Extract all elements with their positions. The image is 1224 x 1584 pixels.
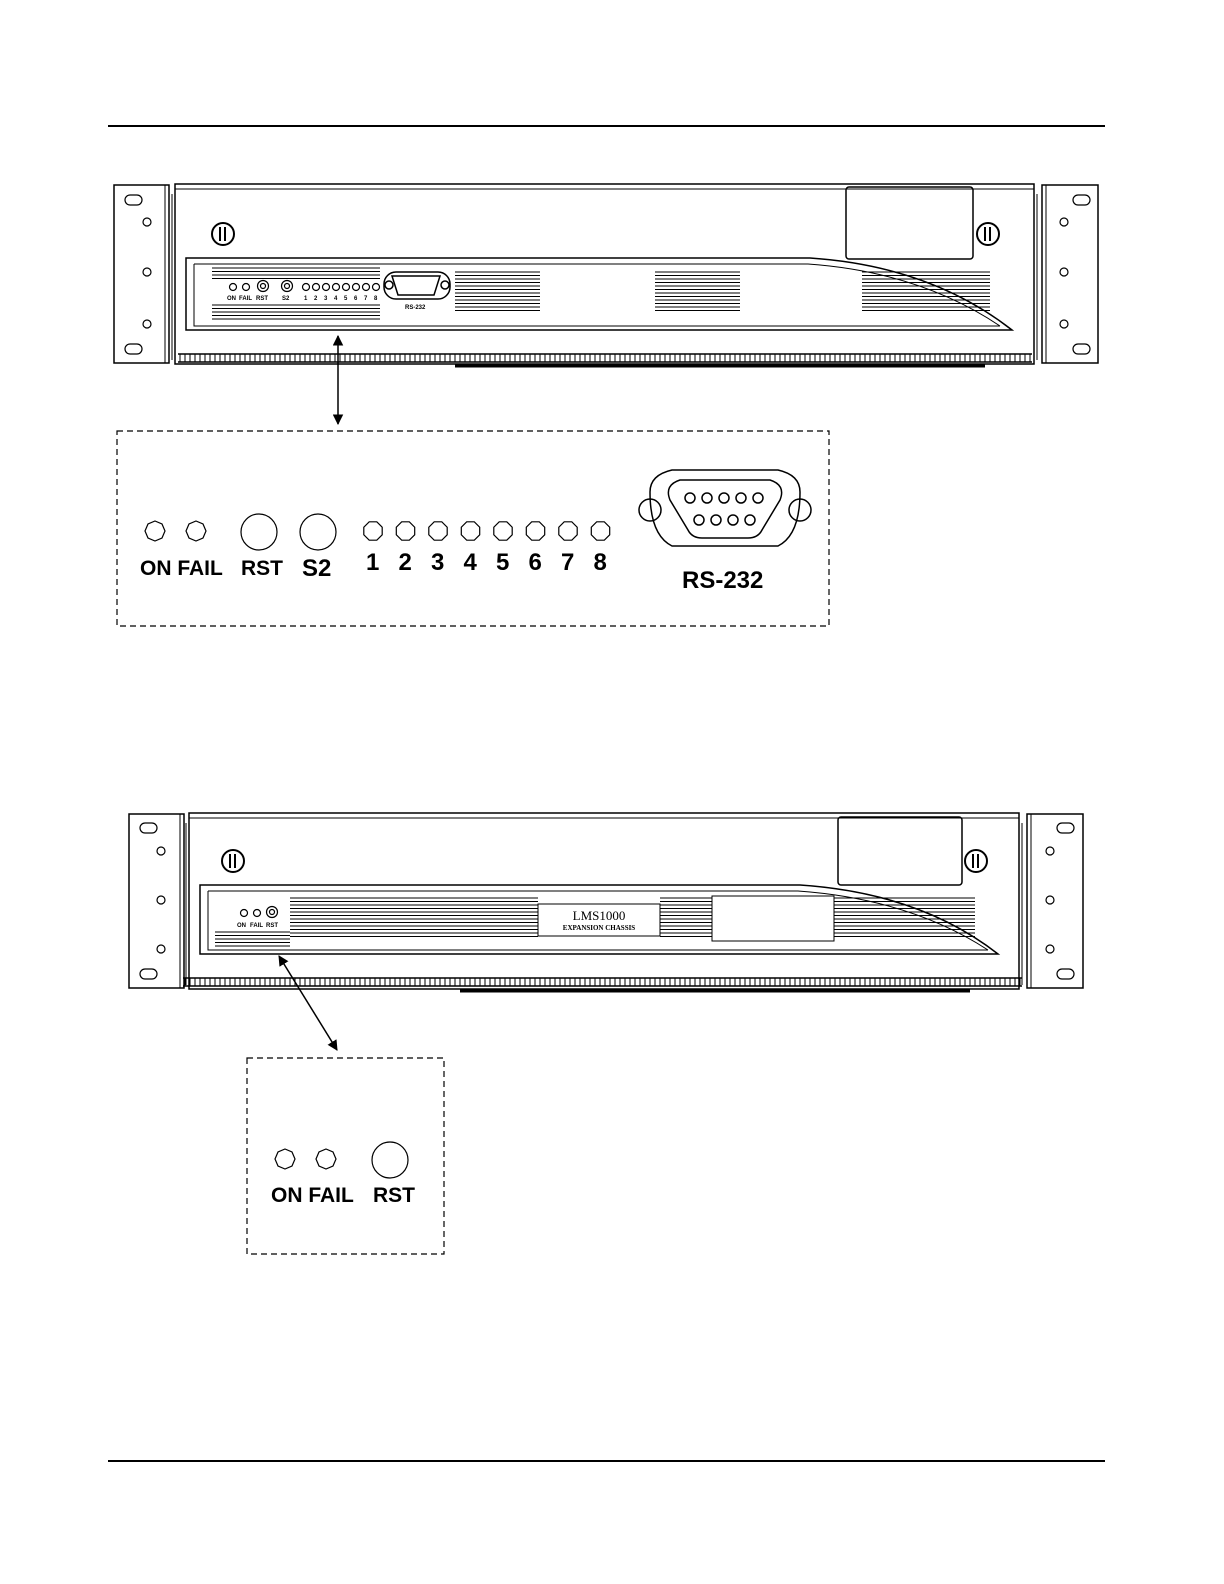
fail-led-detail-2 <box>316 1149 336 1169</box>
left-rack-ear <box>114 185 169 363</box>
channel-number-detail-2: 2 <box>399 549 412 576</box>
detail-controls-1 <box>145 514 336 550</box>
channel-leds-detail <box>364 522 610 540</box>
on-led-detail-2 <box>275 1149 295 1169</box>
callout-arrow-2 <box>279 956 337 1050</box>
fail-label-small-2: FAIL <box>250 923 263 929</box>
channel-led-detail-2 <box>396 522 414 540</box>
channel-number-detail-7: 7 <box>561 549 574 576</box>
rst-button <box>258 281 269 292</box>
s2-label-small: S2 <box>282 296 290 302</box>
rs232-label-detail: RS-232 <box>682 567 763 594</box>
rst-label-small-2: RST <box>266 923 278 929</box>
fail-label-small: FAIL <box>239 296 252 302</box>
channel-led-detail-6 <box>526 522 544 540</box>
grille-ticks-2 <box>185 978 1020 986</box>
left-rack-ear-2 <box>129 814 184 988</box>
channel-led-detail-8 <box>591 522 609 540</box>
channel-led-small-4 <box>333 284 340 291</box>
channel-number-detail-6: 6 <box>529 549 542 576</box>
rs232-port-detail <box>639 470 811 546</box>
rst-button-2 <box>267 907 278 918</box>
fail-led-2 <box>254 910 261 917</box>
right-rack-ear <box>1042 185 1098 363</box>
channel-number-small-8: 8 <box>374 296 378 302</box>
channel-number-small-7: 7 <box>364 296 368 302</box>
rst-label-detail: RST <box>241 557 283 580</box>
detail-controls-2 <box>275 1142 408 1178</box>
rst-button-detail <box>241 514 277 550</box>
channel-led-detail-4 <box>461 522 479 540</box>
grille-ticks <box>180 354 1030 362</box>
channel-number-detail-4: 4 <box>464 549 478 576</box>
channel-led-small-3 <box>323 284 330 291</box>
rst-label-detail-2: RST <box>373 1184 415 1207</box>
channel-led-detail-5 <box>494 522 512 540</box>
on-label-small: ON <box>227 296 236 302</box>
channel-number-small-3: 3 <box>324 296 328 302</box>
s2-switch <box>282 281 293 292</box>
channel-led-small-2 <box>313 284 320 291</box>
expansion-chassis-label: EXPANSION CHASSIS <box>563 924 636 932</box>
panel-vent-lines <box>212 268 990 319</box>
channel-number-detail-5: 5 <box>496 549 509 576</box>
channel-number-small-5: 5 <box>344 296 348 302</box>
right-rack-ear-2 <box>1027 814 1083 988</box>
brand-label: LMS1000 <box>573 908 626 923</box>
fail-led-detail <box>186 521 206 541</box>
channel-led-small-1 <box>303 284 310 291</box>
channel-led-small-6 <box>353 284 360 291</box>
channel-number-small-6: 6 <box>354 296 358 302</box>
channel-led-small-7 <box>363 284 370 291</box>
channel-number-small-1: 1 <box>304 296 308 302</box>
s2-label-detail: S2 <box>302 555 331 582</box>
panel-controls-small-2 <box>241 907 278 918</box>
channel-led-detail-7 <box>559 522 577 540</box>
rst-button-detail-2 <box>372 1142 408 1178</box>
channel-led-small-8 <box>373 284 380 291</box>
channel-led-detail-3 <box>429 522 447 540</box>
rs232-label-small: RS-232 <box>405 305 426 311</box>
on-fail-label-detail-2: ON FAIL <box>271 1184 354 1207</box>
detail-box-1 <box>117 431 829 626</box>
channel-leds-small <box>303 284 380 291</box>
channel-number-small-4: 4 <box>334 296 338 302</box>
on-fail-label-detail: ON FAIL <box>140 557 223 580</box>
on-led <box>230 284 237 291</box>
fail-led <box>243 284 250 291</box>
channel-number-detail-8: 8 <box>594 549 607 576</box>
channel-number-detail-1: 1 <box>366 549 379 576</box>
on-label-small-2: ON <box>237 923 246 929</box>
channel-number-small-2: 2 <box>314 296 318 302</box>
channel-led-small-5 <box>343 284 350 291</box>
rst-label-small: RST <box>256 296 268 302</box>
channel-led-detail-1 <box>364 522 382 540</box>
s2-switch-detail <box>300 514 336 550</box>
panel-controls-small <box>230 281 293 292</box>
channel-number-detail-3: 3 <box>431 549 444 576</box>
on-led-2 <box>241 910 248 917</box>
rs232-port-small <box>384 272 450 299</box>
on-led-detail <box>145 521 165 541</box>
